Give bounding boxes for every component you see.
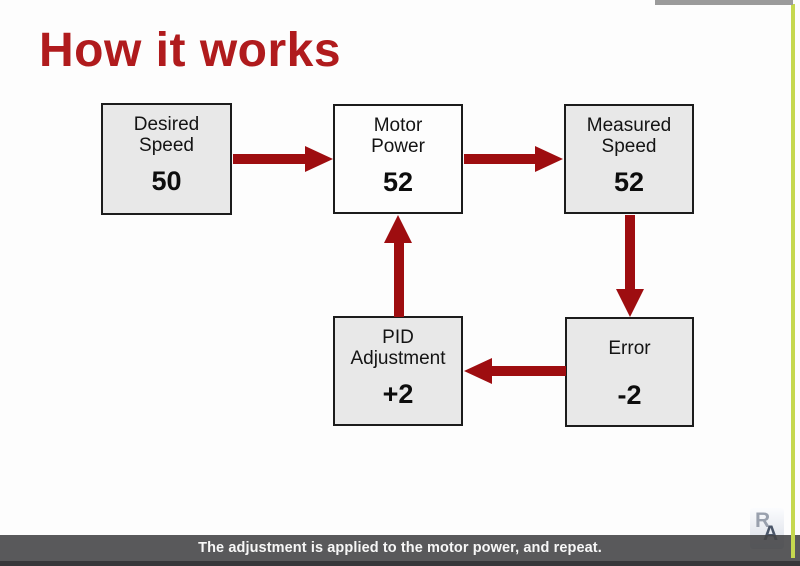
- arrow-head-up-icon: [384, 215, 412, 243]
- arrow-head-left-icon: [464, 358, 492, 384]
- node-label: Desired Speed: [133, 113, 200, 156]
- node-label: PID Adjustment: [350, 326, 446, 369]
- arrow-shaft: [233, 154, 307, 164]
- node-value: 52: [382, 167, 414, 197]
- node-value: 52: [613, 167, 645, 197]
- node-motor-power: Motor Power 52: [333, 104, 463, 214]
- arrow-head-right-icon: [535, 146, 563, 172]
- node-error: Error -2: [565, 317, 694, 427]
- page-title: How it works: [39, 24, 342, 78]
- node-desired-speed: Desired Speed 50: [101, 103, 232, 215]
- node-label: Motor Power: [371, 114, 425, 157]
- arrow-shaft: [394, 242, 404, 317]
- top-gray-strip: [655, 0, 793, 5]
- arrow-shaft: [625, 215, 635, 291]
- bottom-strip: [0, 561, 800, 566]
- subtitle-bar: The adjustment is applied to the motor p…: [0, 535, 800, 561]
- node-label: Error: [608, 338, 651, 360]
- right-edge-green-line: [791, 4, 795, 558]
- arrow-shaft: [492, 366, 566, 376]
- node-value: -2: [617, 380, 642, 410]
- node-value: +2: [382, 379, 414, 409]
- node-measured-speed: Measured Speed 52: [564, 104, 694, 214]
- arrow-shaft: [464, 154, 537, 164]
- arrow-head-right-icon: [305, 146, 333, 172]
- node-value: 50: [151, 166, 182, 196]
- node-pid-adjustment: PID Adjustment +2: [333, 316, 463, 426]
- node-label: Measured Speed: [586, 114, 672, 157]
- logo-letter-r: R: [755, 509, 771, 532]
- arrow-head-down-icon: [616, 289, 644, 317]
- subtitle-text: The adjustment is applied to the motor p…: [198, 540, 602, 556]
